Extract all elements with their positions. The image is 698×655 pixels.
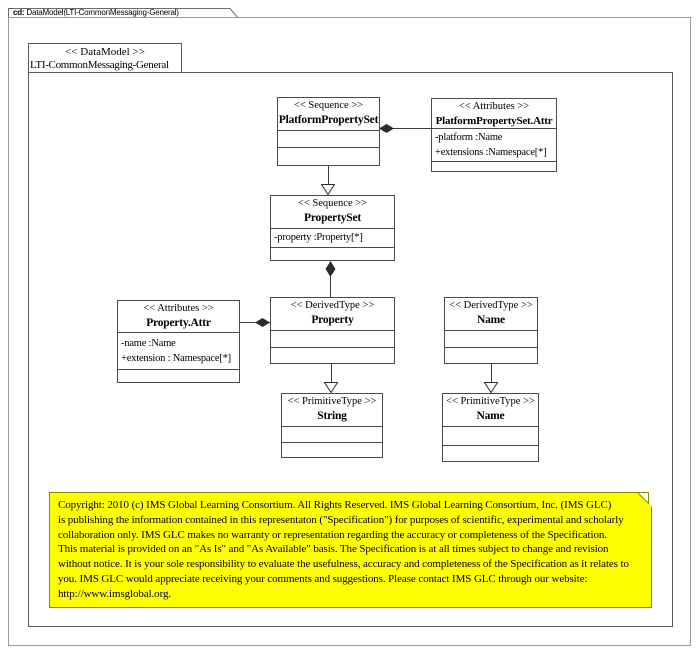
class-stereotype: << Sequence >> (293, 100, 364, 111)
frame-tab-label: DataModel(LTI-CommonMessaging-General) (24, 8, 179, 17)
operations-compartment (443, 446, 538, 461)
composition-diamond-icon (379, 124, 394, 133)
copyright-line: This material is provided on an "As Is" … (58, 543, 609, 556)
attribute: -property :Property[*] (274, 232, 363, 243)
composition-link-platformpropertyset-attr (380, 128, 431, 129)
class-name: PlatformPropertySet (278, 114, 379, 126)
attributes-compartment: -name :Name +extension : Namespace[*] (118, 333, 239, 370)
attributes-compartment (278, 131, 379, 148)
class-name: Property.Attr (146, 317, 211, 329)
class-property[interactable]: << DerivedType >> Property (270, 297, 395, 364)
copyright-text: Copyright: 2010 (c) IMS Global Learning … (58, 498, 647, 602)
operations-compartment (445, 348, 537, 363)
generalization-arrow-icon (324, 382, 338, 393)
class-stereotype: << PrimitiveType >> (446, 396, 535, 407)
copyright-line: Copyright: 2010 (c) IMS Global Learning … (58, 499, 612, 511)
generalization-arrow-icon (484, 382, 498, 393)
copyright-line: you. IMS GLC would appreciate receiving … (58, 572, 588, 585)
class-name: PlatformPropertySet.Attr (435, 115, 553, 127)
class-platformpropertyset-attr[interactable]: << Attributes >> PlatformPropertySet.Att… (431, 98, 557, 172)
class-stereotype: << DerivedType >> (290, 300, 375, 311)
operations-compartment (278, 148, 379, 165)
copyright-line: is publishing the information contained … (58, 513, 624, 526)
generalization-link-platformpropertyset-propertyset (328, 166, 329, 186)
copyright-line: collaboration only. IMS GLC makes no war… (58, 528, 607, 541)
attributes-compartment (443, 427, 538, 446)
attributes-compartment: -platform :Name +extensions :Namespace[*… (432, 129, 556, 162)
class-stereotype: << Attributes >> (143, 303, 214, 314)
attribute: -platform :Name (435, 132, 503, 143)
class-propertyset[interactable]: << Sequence >> PropertySet -property :Pr… (270, 195, 395, 261)
class-string-primitivetype[interactable]: << PrimitiveType >> String (281, 393, 383, 458)
generalization-link-name-name (491, 364, 492, 384)
class-stereotype: << Sequence >> (297, 198, 368, 209)
composition-link-propertyset-property (330, 276, 331, 297)
class-name: PropertySet (304, 212, 361, 224)
class-stereotype: << DerivedType >> (449, 300, 533, 311)
package-stereotype: << DataModel >> (65, 46, 145, 58)
class-name-primitivetype[interactable]: << PrimitiveType >> Name (442, 393, 539, 462)
class-stereotype: << PrimitiveType >> (287, 396, 377, 407)
class-name: Property (311, 314, 354, 326)
class-name: Name (476, 410, 505, 422)
generalization-link-property-string (331, 364, 332, 384)
operations-compartment (271, 248, 394, 260)
attribute: +extension : Namespace[*] (121, 353, 231, 364)
package-name: LTI-CommonMessaging-General (30, 59, 169, 71)
class-name: Name (477, 314, 505, 326)
generalization-arrow-icon (321, 184, 335, 195)
operations-compartment (118, 370, 239, 382)
copyright-line: without notice. It is your sole responsi… (58, 558, 629, 571)
operations-compartment (432, 162, 556, 171)
copyright-note: Copyright: 2010 (c) IMS Global Learning … (49, 492, 652, 608)
package-header: << DataModel >> LTI-CommonMessaging-Gene… (28, 43, 182, 73)
note-fold-icon (637, 492, 652, 507)
class-name-derivedtype[interactable]: << DerivedType >> Name (444, 297, 538, 364)
website-url: http://www.imsglobal.org. (58, 587, 172, 600)
frame-tab-prefix: cd: (13, 8, 25, 17)
attributes-compartment (445, 331, 537, 348)
operations-compartment (282, 443, 382, 457)
attributes-compartment (271, 331, 394, 348)
attributes-compartment (282, 427, 382, 443)
operations-compartment (271, 348, 394, 363)
attribute: +extensions :Namespace[*] (435, 147, 547, 158)
class-stereotype: << Attributes >> (458, 101, 530, 112)
class-name: String (317, 410, 347, 422)
attribute: -name :Name (121, 338, 176, 349)
class-platformpropertyset[interactable]: << Sequence >> PlatformPropertySet (277, 97, 380, 166)
composition-diamond-icon (325, 261, 336, 277)
class-property-attr[interactable]: << Attributes >> Property.Attr -name :Na… (117, 300, 240, 383)
composition-diamond-icon (255, 318, 270, 327)
frame-tab-title: cd: DataModel(LTI-CommonMessaging-Genera… (13, 8, 233, 18)
attributes-compartment: -property :Property[*] (271, 229, 394, 248)
